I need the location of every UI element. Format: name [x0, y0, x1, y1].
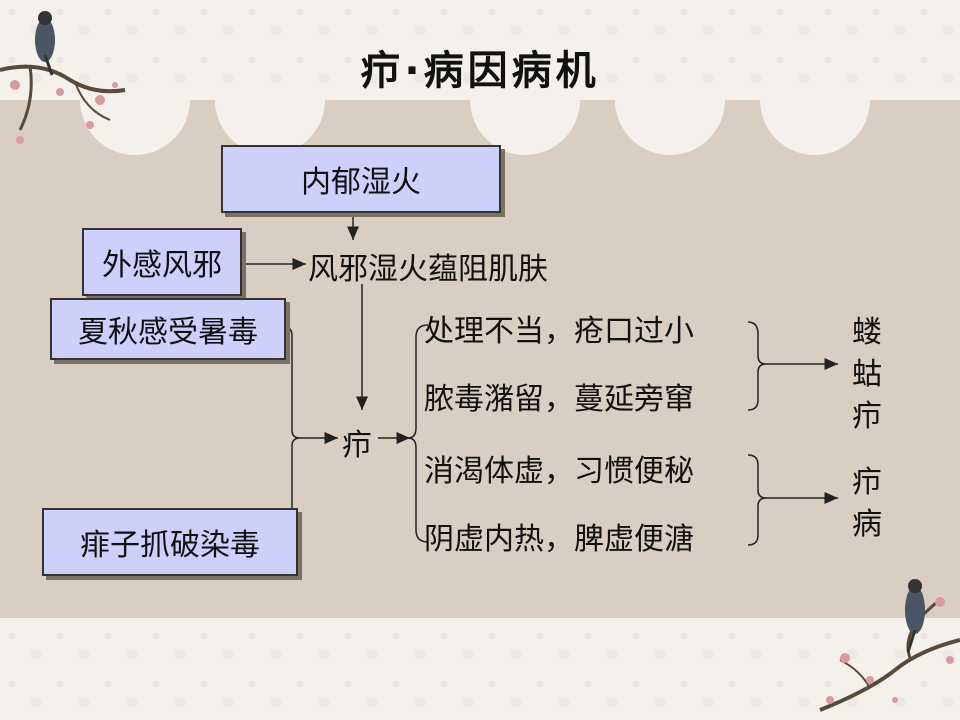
- internal-damp-fire-box: 内郁湿火: [221, 145, 501, 213]
- external-wind-label: 外感风邪: [102, 248, 222, 283]
- external-wind-box: 外感风邪: [82, 228, 242, 296]
- bird-on-plum-branch-icon: [819, 579, 960, 712]
- cause-item: 阴虚内热，脾虚便溏: [424, 522, 694, 557]
- cause-item: 脓毒潴留，蔓延旁窜: [424, 382, 694, 417]
- internal-damp-fire-label: 内郁湿火: [301, 165, 421, 200]
- pathogenesis-text: 风邪湿火蕴阻肌肤: [308, 252, 548, 287]
- summer-heat-toxin-box: 夏秋感受暑毒: [50, 298, 286, 360]
- page-title: 疖·病因病机: [360, 48, 600, 94]
- cause-item: 消渴体虚，习惯便秘: [424, 454, 694, 489]
- summer-heat-toxin-label: 夏秋感受暑毒: [78, 315, 258, 350]
- furunculosis-outcome: 疖病: [852, 465, 882, 542]
- prickly-heat-infection-label: 痱子抓破染毒: [80, 528, 260, 563]
- furuncle-node: 疖: [342, 428, 372, 463]
- bird-on-plum-branch-icon: [0, 11, 126, 144]
- cause-item: 处理不当，疮口过小: [424, 314, 694, 349]
- prickly-heat-infection-box: 痱子抓破染毒: [42, 508, 298, 576]
- lougu-furuncle-outcome: 蝼蛄疖: [852, 315, 882, 434]
